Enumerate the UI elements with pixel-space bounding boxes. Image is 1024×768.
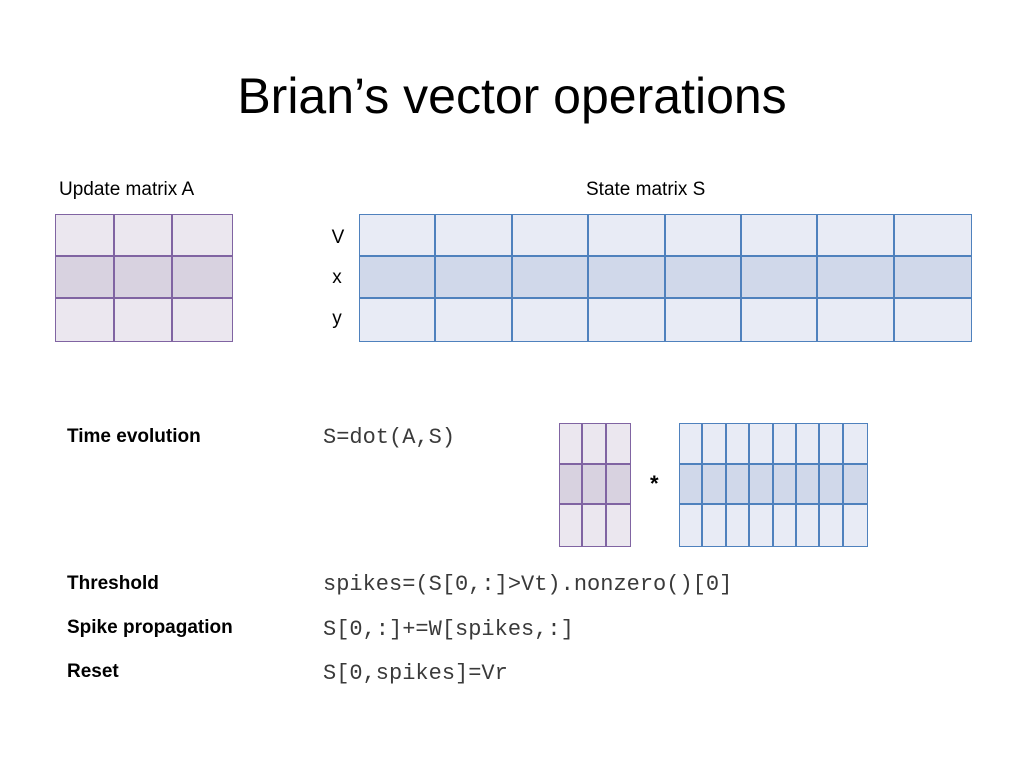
update-matrix-mini-cell [583,464,607,506]
state-matrix-mini-cell [796,464,821,506]
state-matrix-mini-cell [820,424,844,465]
state-matrix-mini-cell [773,424,797,465]
update-matrix-cell [173,299,232,341]
update-matrix-cell [114,257,174,299]
state-matrix-mini-cell [750,424,774,465]
state-matrix-mini-cell [750,464,774,506]
update-matrix-cell [56,257,115,299]
update-matrix-cell [114,299,174,341]
op-label-spike-propagation: Spike propagation [67,617,233,638]
state-matrix-cell [894,257,971,299]
slide-title: Brian’s vector operations [237,68,787,124]
state-matrix-mini-cell [726,464,751,506]
state-matrix-cell [512,257,590,299]
update-matrix-mini-cell [606,464,630,506]
state-matrix-mini-cell [796,424,821,465]
state-row-label-v: V [331,227,345,248]
state-matrix-cell [589,215,666,257]
state-matrix-mini-cell [703,464,727,506]
update-matrix-cell [56,299,115,341]
state-matrix-cell [894,215,971,257]
update-matrix-mini-cell [560,505,584,546]
state-matrix-cell [741,215,819,257]
state-matrix-cell [818,215,895,257]
state-matrix-mini-cell [773,464,797,506]
state-matrix-mini-cell [843,424,867,465]
state-matrix-mini-cell [843,505,867,546]
op-code-reset: S[0,spikes]=Vr [323,661,508,686]
update-matrix-cell [173,257,232,299]
state-matrix-cell [818,299,895,341]
state-matrix-cell [436,257,513,299]
state-matrix-mini-cell [750,505,774,546]
op-code-threshold: spikes=(S[0,:]>Vt).nonzero()[0] [323,572,733,597]
state-matrix-label: State matrix S [586,179,706,200]
update-matrix-cell [56,215,115,257]
op-label-threshold: Threshold [67,573,159,594]
state-row-label-x: x [332,267,342,288]
op-code-time-evolution: S=dot(A,S) [323,425,456,450]
state-matrix-cell [589,257,666,299]
state-matrix-mini-cell [843,464,867,506]
state-matrix-cell [818,257,895,299]
state-matrix-grid [359,214,972,342]
state-matrix-cell [512,215,590,257]
state-matrix-cell [741,299,819,341]
state-matrix-cell [360,215,437,257]
update-matrix-mini-cell [560,424,584,465]
update-matrix-mini-cell [606,424,630,465]
state-matrix-cell [360,257,437,299]
state-matrix-cell [512,299,590,341]
state-matrix-cell [436,215,513,257]
op-code-spike-propagation: S[0,:]+=W[spikes,:] [323,617,574,642]
update-matrix-label: Update matrix A [59,179,195,200]
update-matrix-grid [55,214,233,342]
state-row-label-y: y [332,308,342,329]
update-matrix-cell [173,215,232,257]
state-matrix-mini-cell [680,464,704,506]
state-matrix-mini-cell [820,505,844,546]
state-matrix-mini-cell [703,505,727,546]
op-label-reset: Reset [67,661,119,682]
state-matrix-mini-cell [703,424,727,465]
state-matrix-mini-cell [680,424,704,465]
op-label-time-evolution: Time evolution [67,426,201,447]
state-matrix-cell [665,299,742,341]
state-matrix-mini-cell [726,505,751,546]
state-matrix-cell [436,299,513,341]
update-matrix-mini-cell [606,505,630,546]
state-matrix-cell [360,299,437,341]
update-matrix-mini-cell [583,424,607,465]
update-matrix-cell [114,215,174,257]
state-matrix-cell [894,299,971,341]
update-matrix-mini-cell [583,505,607,546]
state-matrix-mini-cell [773,505,797,546]
state-matrix-mini-cell [680,505,704,546]
state-matrix-mini-cell [726,424,751,465]
update-matrix-mini-grid [559,423,631,547]
update-matrix-mini-cell [560,464,584,506]
state-matrix-cell [665,257,742,299]
state-matrix-mini-grid [679,423,868,547]
state-matrix-cell [589,299,666,341]
state-matrix-mini-cell [796,505,821,546]
state-matrix-cell [741,257,819,299]
multiply-symbol: * [650,471,659,496]
state-matrix-mini-cell [820,464,844,506]
state-matrix-cell [665,215,742,257]
